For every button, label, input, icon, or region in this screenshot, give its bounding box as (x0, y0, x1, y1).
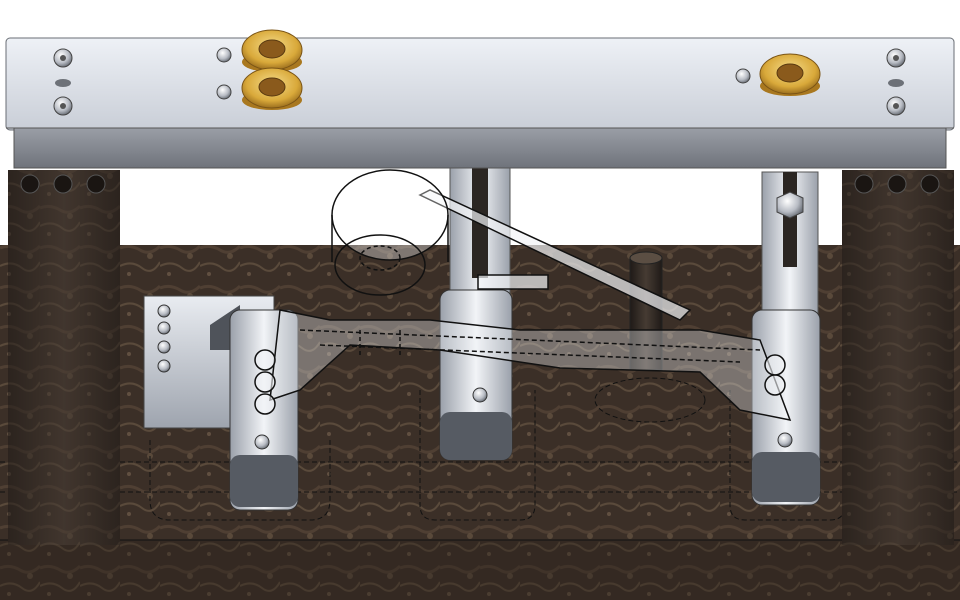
roller-ring[interactable] (331, 169, 449, 296)
screw (53, 47, 906, 116)
support-post-right[interactable] (842, 170, 954, 545)
drill-bushing-left-top[interactable] (241, 29, 303, 72)
drill-bushing-right[interactable] (759, 53, 821, 96)
top-plate[interactable] (5, 37, 955, 169)
clamp-arm[interactable] (254, 189, 792, 422)
cylindrical-pin[interactable] (629, 251, 663, 371)
support-post-left[interactable] (8, 170, 120, 545)
slide-bracket-center[interactable] (439, 289, 513, 461)
right-guide[interactable] (761, 171, 819, 323)
drill-bushing-left-bottom[interactable] (241, 67, 303, 110)
